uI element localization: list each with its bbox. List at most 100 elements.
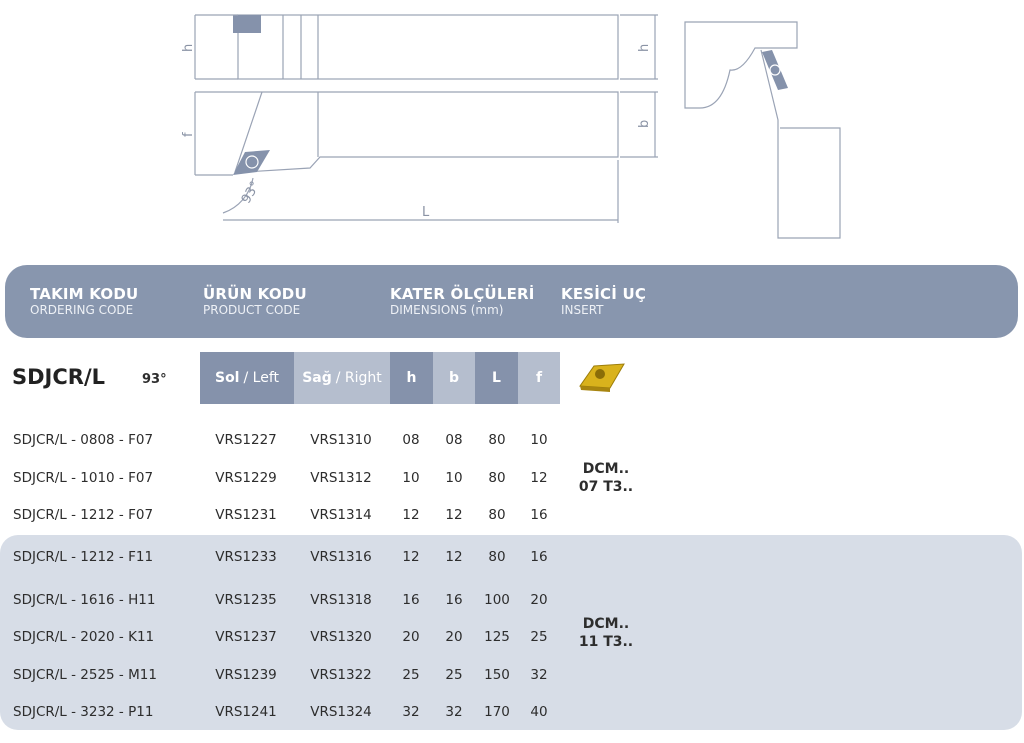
subheader-right-text: / Right [335,370,382,386]
side-view [194,14,658,80]
subheader-h: h [390,352,433,404]
subheader-L: L [475,352,518,404]
cell-l: 80 [488,432,506,448]
subheader-f: f [518,352,560,404]
dim-label-angle: 93° [239,179,264,206]
cell-right: VRS1320 [310,629,372,645]
cell-code: SDJCR/L - 1212 - F07 [13,507,154,523]
subheader-left-bold: Sol [214,370,240,386]
cell-f: 20 [530,592,548,608]
insert-code-11: DCM.. 11 T3.. [576,615,636,651]
cell-right: VRS1322 [310,667,372,683]
table-row: SDJCR/L - 2525 - M11 VRS1239 VRS1322 25 25 15… [0,667,640,687]
cell-b: 25 [445,667,463,683]
cell-f: 32 [530,667,548,683]
insert-line2: 11 T3.. [578,634,634,650]
header-dimensions: KATER ÖLÇÜLERİ DIMENSIONS (mm) [390,285,535,317]
cell-right: VRS1316 [310,549,372,565]
table-group-11-band [0,535,1022,730]
table-row: SDJCR/L - 2020 - K11 VRS1237 VRS1320 20 20 12… [0,629,640,649]
table-row: SDJCR/L - 1212 - F11 VRS1233 VRS1316 12 12 80… [0,549,640,569]
cell-left: VRS1233 [215,549,277,565]
top-view [194,91,658,223]
header-product-code: ÜRÜN KODU PRODUCT CODE [203,285,307,317]
cell-l: 80 [488,549,506,565]
cell-code: SDJCR/L - 1010 - F07 [13,470,154,486]
cell-l: 170 [484,704,510,720]
cell-h: 10 [402,470,420,486]
cell-b: 20 [445,629,463,645]
cell-right: VRS1314 [310,507,372,523]
cell-h: 12 [402,507,420,523]
cell-left: VRS1237 [215,629,277,645]
header-subtitle: DIMENSIONS (mm) [390,303,504,317]
cell-code: SDJCR/L - 1212 - F11 [13,549,154,565]
cell-f: 12 [530,470,548,486]
table-row: SDJCR/L - 3232 - P11 VRS1241 VRS1324 32 32 17… [0,704,640,724]
cell-l: 100 [484,592,510,608]
cell-code: SDJCR/L - 2020 - K11 [13,629,155,645]
cell-left: VRS1231 [215,507,277,523]
cell-f: 16 [530,549,548,565]
cell-h: 08 [402,432,420,448]
cell-f: 10 [530,432,548,448]
subheader-left-text: / Left [243,370,279,386]
cell-b: 16 [445,592,463,608]
cell-b: 12 [445,549,463,565]
cell-l: 125 [484,629,510,645]
cell-h: 12 [402,549,420,565]
dim-label-b: b [637,120,652,128]
dim-label-h-right: h [637,44,652,52]
cell-h: 20 [402,629,420,645]
cell-code: SDJCR/L - 1616 - H11 [13,592,156,608]
cell-l: 80 [488,470,506,486]
cell-right: VRS1318 [310,592,372,608]
cell-b: 12 [445,507,463,523]
cell-code: SDJCR/L - 3232 - P11 [13,704,154,720]
insert-line1: DCM.. [582,461,630,477]
cell-b: 10 [445,470,463,486]
table-row: SDJCR/L - 1616 - H11 VRS1235 VRS1318 16 16 10… [0,592,640,612]
cell-left: VRS1227 [215,432,277,448]
subheader-right-bold: Sağ [302,370,332,386]
subheader-left: Sol/ Left [200,352,294,404]
header-title: TAKIM KODU [30,285,139,303]
insert-code-07: DCM.. 07 T3.. [576,460,636,496]
header-insert: KESİCİ UÇ INSERT [561,285,646,317]
cell-f: 25 [530,629,548,645]
cell-h: 16 [402,592,420,608]
insert-line2: 07 T3.. [578,479,634,495]
header-subtitle: PRODUCT CODE [203,303,301,317]
dim-label-f: f [181,132,196,137]
cell-h: 25 [402,667,420,683]
tool-holder-drawing: h h f b L 93° [181,14,841,239]
insert-image [579,363,625,392]
cell-f: 16 [530,507,548,523]
product-angle: 93° [142,372,167,387]
header-title: ÜRÜN KODU [203,285,307,303]
cell-left: VRS1241 [215,704,277,720]
product-name: SDJCR/L [12,365,106,389]
cell-left: VRS1229 [215,470,277,486]
subheader-b: b [433,352,475,404]
insert-line1: DCM.. [582,616,630,632]
subheader-right: Sağ/ Right [294,352,390,404]
cell-code: SDJCR/L - 2525 - M11 [13,667,157,683]
cell-f: 40 [530,704,548,720]
header-title: KATER ÖLÇÜLERİ [390,285,535,303]
header-subtitle: INSERT [561,303,604,317]
cell-b: 32 [445,704,463,720]
cell-b: 08 [445,432,463,448]
end-view [684,21,841,239]
cell-left: VRS1239 [215,667,277,683]
header-ordering-code: TAKIM KODU ORDERING CODE [30,285,138,317]
cell-code: SDJCR/L - 0808 - F07 [13,432,154,448]
table-header-band: TAKIM KODU ORDERING CODE ÜRÜN KODU PRODU… [5,265,1018,338]
cell-l: 150 [484,667,510,683]
cell-right: VRS1324 [310,704,372,720]
cell-left: VRS1235 [215,592,277,608]
cell-h: 32 [402,704,420,720]
dim-label-L: L [422,205,430,220]
